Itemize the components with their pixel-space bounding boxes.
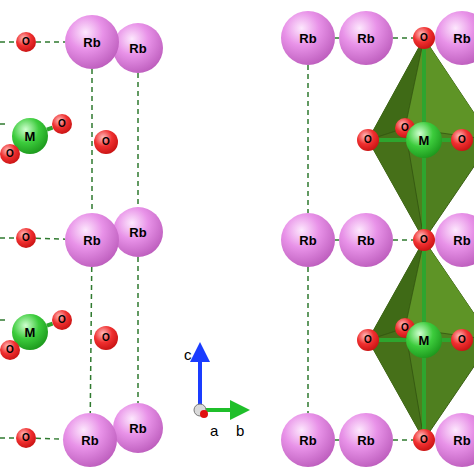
element-symbol: Rb bbox=[83, 234, 100, 247]
rb-atom: Rb bbox=[339, 11, 393, 65]
o-atom: O bbox=[52, 310, 72, 330]
cell-dashed-line bbox=[393, 239, 413, 241]
cell-edge-stubs bbox=[0, 42, 14, 438]
axis-triad bbox=[194, 352, 240, 418]
element-symbol: O bbox=[22, 37, 30, 47]
bond-stick bbox=[422, 49, 426, 122]
element-symbol: O bbox=[458, 335, 466, 345]
axis-label: a bbox=[210, 422, 218, 439]
rb-atom: Rb bbox=[113, 207, 163, 257]
cell-dashed-line bbox=[36, 41, 65, 43]
element-symbol: M bbox=[419, 134, 430, 147]
element-symbol: O bbox=[58, 119, 66, 129]
bond-stick bbox=[379, 138, 406, 142]
element-symbol: Rb bbox=[357, 234, 374, 247]
o-atom: O bbox=[413, 429, 435, 451]
bond-stick bbox=[422, 158, 426, 229]
element-symbol: Rb bbox=[129, 422, 146, 435]
octahedron bbox=[368, 38, 474, 240]
element-symbol: Rb bbox=[83, 36, 100, 49]
element-symbol: Rb bbox=[357, 434, 374, 447]
rb-atom: Rb bbox=[339, 413, 393, 467]
element-symbol: O bbox=[22, 233, 30, 243]
cell-dashed-line bbox=[137, 73, 139, 207]
element-symbol: Rb bbox=[299, 32, 316, 45]
element-symbol: Rb bbox=[453, 234, 470, 247]
element-symbol: O bbox=[420, 235, 428, 245]
element-symbol: O bbox=[420, 33, 428, 43]
element-symbol: Rb bbox=[299, 434, 316, 447]
cell-dashed-line bbox=[393, 37, 413, 39]
element-symbol: O bbox=[6, 345, 14, 355]
m-atom: M bbox=[406, 322, 442, 358]
bond-stick bbox=[442, 138, 451, 142]
cell-dashed-line bbox=[307, 65, 309, 213]
axis-label-box: b bbox=[236, 422, 244, 440]
o-atom: O bbox=[413, 27, 435, 49]
o-atom: O bbox=[451, 129, 473, 151]
o-atom: O bbox=[0, 144, 20, 164]
bond-stick bbox=[422, 358, 426, 429]
element-symbol: O bbox=[102, 333, 110, 343]
element-symbol: M bbox=[25, 326, 36, 339]
m-atom: M bbox=[406, 122, 442, 158]
cell-dashed-line bbox=[36, 438, 63, 440]
element-symbol: O bbox=[6, 149, 14, 159]
o-atom: O bbox=[357, 329, 379, 351]
cell-dashed-line bbox=[137, 257, 139, 403]
element-symbol: O bbox=[364, 135, 372, 145]
rb-atom: Rb bbox=[281, 11, 335, 65]
bond-stick bbox=[422, 251, 426, 322]
element-symbol: Rb bbox=[129, 42, 146, 55]
element-symbol: Rb bbox=[81, 434, 98, 447]
element-symbol: O bbox=[458, 135, 466, 145]
element-symbol: O bbox=[364, 335, 372, 345]
o-atom: O bbox=[16, 428, 36, 448]
element-symbol: Rb bbox=[357, 32, 374, 45]
cell-dashed-line bbox=[307, 267, 309, 413]
element-symbol: Rb bbox=[299, 234, 316, 247]
bond-stick bbox=[442, 338, 451, 342]
element-symbol: M bbox=[419, 334, 430, 347]
cell-dashed-line bbox=[90, 267, 91, 413]
element-symbol: Rb bbox=[453, 32, 470, 45]
o-atom: O bbox=[52, 114, 72, 134]
element-symbol: O bbox=[22, 433, 30, 443]
rb-atom: Rb bbox=[113, 403, 163, 453]
cell-dashed-line bbox=[91, 69, 93, 213]
bond-stick bbox=[379, 338, 406, 342]
o-atom: O bbox=[357, 129, 379, 151]
rb-atom: Rb bbox=[435, 11, 474, 65]
cell-dashed-line bbox=[36, 238, 65, 240]
o-atom: O bbox=[0, 340, 20, 360]
rb-atom: Rb bbox=[65, 213, 119, 267]
axis-label-box: c bbox=[184, 346, 192, 364]
element-symbol: O bbox=[102, 137, 110, 147]
rb-atom: Rb bbox=[435, 413, 474, 467]
cell-dashed-line bbox=[393, 439, 413, 441]
o-atom: O bbox=[451, 329, 473, 351]
o-atom: O bbox=[16, 32, 36, 52]
rb-atom: Rb bbox=[435, 213, 474, 267]
rb-atom: Rb bbox=[63, 413, 117, 467]
o-atom: O bbox=[413, 229, 435, 251]
element-symbol: Rb bbox=[129, 226, 146, 239]
element-symbol: M bbox=[25, 130, 36, 143]
rb-atom: Rb bbox=[281, 413, 335, 467]
octahedron bbox=[368, 240, 474, 440]
rb-atom: Rb bbox=[339, 213, 393, 267]
element-symbol: Rb bbox=[453, 434, 470, 447]
rb-atom: Rb bbox=[113, 23, 163, 73]
o-atom: O bbox=[94, 326, 118, 350]
axis-label: b bbox=[236, 422, 244, 439]
o-atom: O bbox=[16, 228, 36, 248]
rb-atom: Rb bbox=[281, 213, 335, 267]
axis-label-box: a bbox=[210, 422, 218, 440]
o-atom: O bbox=[94, 130, 118, 154]
axis-label: c bbox=[184, 346, 192, 363]
element-symbol: O bbox=[58, 315, 66, 325]
element-symbol: O bbox=[420, 435, 428, 445]
rb-atom: Rb bbox=[65, 15, 119, 69]
